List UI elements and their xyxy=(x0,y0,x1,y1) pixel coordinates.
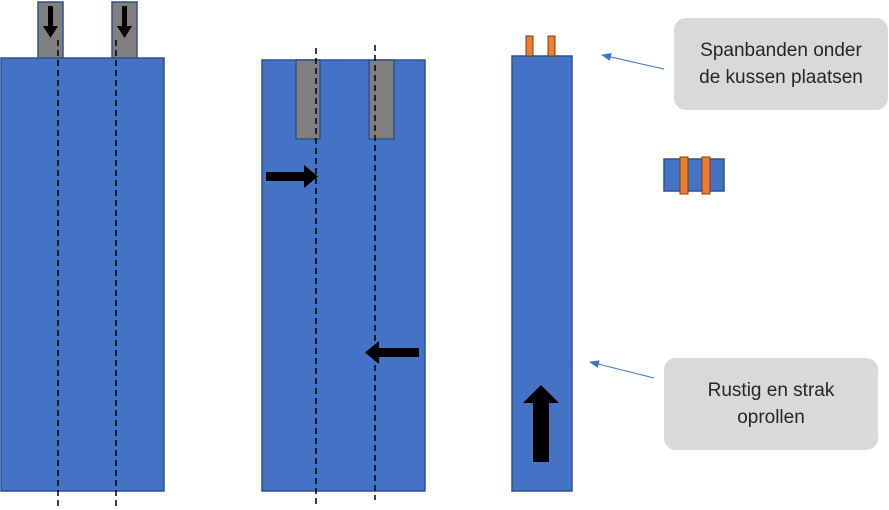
strap-end xyxy=(547,35,556,57)
arrow-right-icon xyxy=(266,165,318,188)
arrow-left-icon xyxy=(365,341,419,364)
callout-roll: Rustig en strak oprollen xyxy=(664,358,878,450)
callout-roll-line-2: oprollen xyxy=(737,407,805,428)
arrow-up-icon xyxy=(523,385,559,462)
callout-straps: Spanbanden onder de kussen plaatsen xyxy=(674,18,888,110)
connector-arrow xyxy=(601,53,665,70)
cushion xyxy=(0,57,165,492)
strap-slot-right xyxy=(368,59,395,140)
callout-straps-line-2: de kussen plaatsen xyxy=(699,67,863,88)
panel-insert-straps xyxy=(0,1,165,508)
strap xyxy=(679,156,689,195)
callout-straps-line-1: Spanbanden onder xyxy=(700,40,862,61)
roll-body xyxy=(663,158,725,192)
rolled-cushion xyxy=(663,156,725,195)
connector-arrow xyxy=(589,360,655,379)
arrow-down-icon xyxy=(43,6,58,38)
callout-roll-line-1: Rustig en strak xyxy=(707,380,835,401)
strap xyxy=(701,156,711,195)
strap-end xyxy=(525,35,534,57)
cushion xyxy=(261,59,426,492)
arrow-down-icon xyxy=(117,6,132,38)
panel-roll-up xyxy=(511,35,573,492)
panel-fold-inward xyxy=(261,45,426,506)
